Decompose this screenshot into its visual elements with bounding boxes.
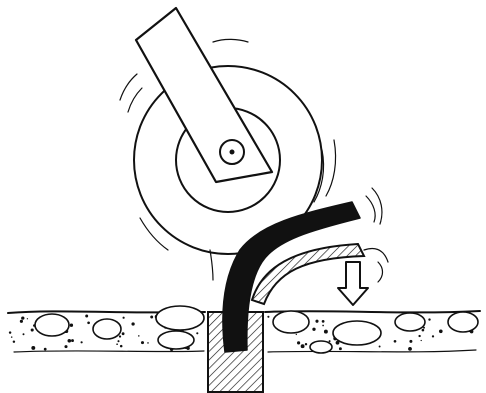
- soil-speck: [11, 336, 12, 337]
- soil-speck: [9, 331, 11, 333]
- arm-icon: [136, 8, 272, 182]
- soil-speck: [418, 335, 420, 337]
- soil-speck: [296, 334, 297, 335]
- soil-speck: [324, 330, 328, 334]
- soil-speck: [422, 329, 425, 332]
- soil-speck: [312, 328, 315, 331]
- soil-speck: [409, 340, 412, 343]
- soil-speck: [87, 321, 90, 324]
- soil-speck: [379, 346, 381, 348]
- soil-speck: [322, 320, 325, 323]
- soil-speck: [432, 335, 434, 337]
- soil-speck: [147, 342, 149, 344]
- soil-speck: [439, 329, 443, 333]
- soil-speck: [305, 343, 307, 345]
- soil-speck: [13, 340, 15, 342]
- soil-speck: [27, 318, 28, 319]
- soil-speck: [141, 341, 144, 344]
- soil-speck: [85, 315, 88, 318]
- soil-speck: [64, 345, 67, 348]
- soil-speck: [81, 341, 83, 343]
- soil-speck: [196, 332, 198, 334]
- soil-speck: [339, 347, 342, 350]
- soil-speck: [428, 318, 430, 320]
- soil-speck: [120, 345, 123, 348]
- soil-speck: [122, 332, 125, 335]
- soil-speck: [117, 340, 119, 342]
- soil-speck: [329, 340, 331, 342]
- soil-speck: [23, 333, 25, 335]
- soil-speck: [71, 339, 74, 342]
- soil-speck: [31, 328, 34, 331]
- soil-speck: [394, 340, 397, 343]
- soil-speck: [421, 340, 422, 341]
- soil-speck: [21, 316, 24, 319]
- soil-speck: [116, 343, 118, 345]
- soil-speck: [138, 335, 140, 337]
- soil-speck: [44, 348, 47, 351]
- soil-speck: [315, 320, 318, 323]
- soil-speck: [123, 317, 125, 319]
- soil-speck: [150, 316, 153, 319]
- soil-speck: [131, 322, 134, 325]
- soil-speck: [408, 347, 412, 351]
- soil-speck: [322, 325, 324, 327]
- soil-speck: [20, 320, 23, 323]
- soil-speck: [70, 324, 73, 327]
- soil-speck: [301, 344, 305, 348]
- soil-speck: [267, 316, 269, 318]
- soil-speck: [31, 346, 35, 350]
- soil-speck: [297, 341, 300, 344]
- soil-speck: [119, 335, 121, 337]
- soil-speck: [68, 339, 72, 343]
